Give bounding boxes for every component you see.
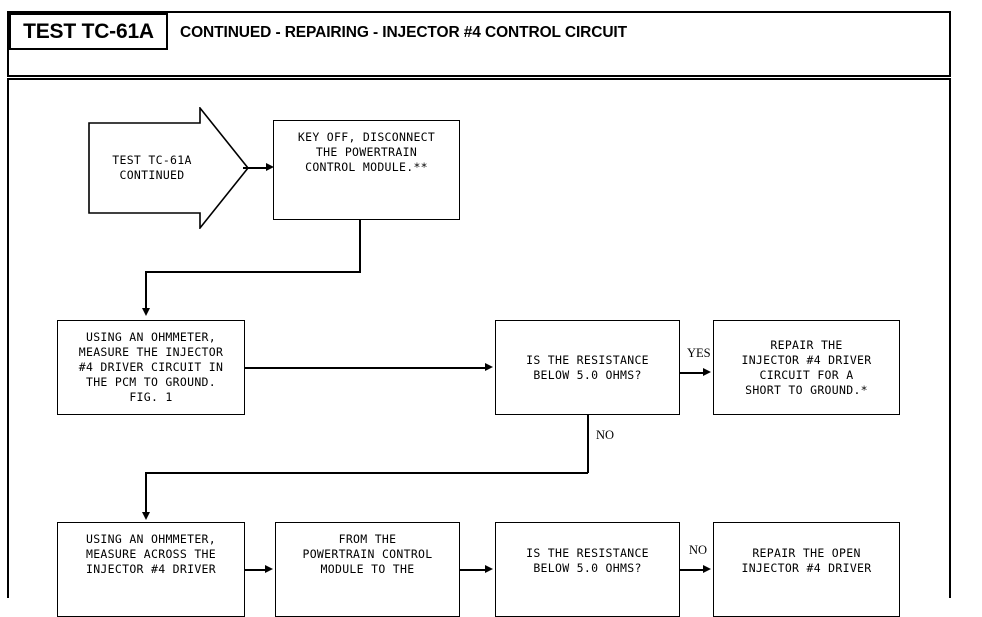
arrowhead-start-to-pcm xyxy=(266,163,274,171)
connector-yes-1 xyxy=(680,372,705,374)
connector-no1-down2 xyxy=(145,472,147,514)
node-repair-open-driver: REPAIR THE OPEN INJECTOR #4 DRIVER xyxy=(713,522,900,617)
connector-no1-left xyxy=(145,472,588,474)
connector-pcm-left xyxy=(145,271,361,273)
connector-pcm-down2 xyxy=(145,271,147,311)
connector-from-pcm-to-decision2 xyxy=(460,569,486,571)
branch-label-yes-1: YES xyxy=(687,346,711,360)
test-id-label: TEST TC-61A xyxy=(23,19,154,43)
pentagon-arrow-shape xyxy=(88,107,250,229)
flow-start-arrow: TEST TC-61A CONTINUED xyxy=(88,107,250,229)
connector-measure-across-to-from-pcm xyxy=(245,569,266,571)
arrowhead-to-from-pcm xyxy=(265,565,273,573)
connector-measure-to-decision1 xyxy=(245,367,486,369)
connector-no1-down xyxy=(587,415,589,473)
arrowhead-no-2 xyxy=(703,565,711,573)
node-resistance-check-2: IS THE RESISTANCE BELOW 5.0 OHMS? xyxy=(495,522,680,617)
node-measure-to-ground: USING AN OHMMETER, MEASURE THE INJECTOR … xyxy=(57,320,245,415)
connector-no-2 xyxy=(680,569,705,571)
connector-pcm-down xyxy=(359,220,361,272)
arrowhead-into-measure-across xyxy=(142,512,150,520)
page-title: CONTINUED - REPAIRING - INJECTOR #4 CONT… xyxy=(180,24,628,41)
branch-label-no-1: NO xyxy=(596,428,615,442)
node-resistance-check-1: IS THE RESISTANCE BELOW 5.0 OHMS? xyxy=(495,320,680,415)
arrowhead-into-measure-ground xyxy=(142,308,150,316)
connector-start-to-pcm xyxy=(243,167,269,169)
node-from-pcm-to: FROM THE POWERTRAIN CONTROL MODULE TO TH… xyxy=(275,522,460,617)
node-measure-across-driver: USING AN OHMMETER, MEASURE ACROSS THE IN… xyxy=(57,522,245,617)
branch-label-no-2: NO xyxy=(689,543,708,557)
flow-start-label: TEST TC-61A CONTINUED xyxy=(112,153,192,182)
node-repair-short-to-ground: REPAIR THE INJECTOR #4 DRIVER CIRCUIT FO… xyxy=(713,320,900,415)
arrowhead-to-decision2 xyxy=(485,565,493,573)
arrowhead-yes-1 xyxy=(703,368,711,376)
arrowhead-to-decision1 xyxy=(485,363,493,371)
node-pcm-disconnect: KEY OFF, DISCONNECT THE POWERTRAIN CONTR… xyxy=(273,120,460,220)
test-id-badge: TEST TC-61A xyxy=(9,13,168,50)
